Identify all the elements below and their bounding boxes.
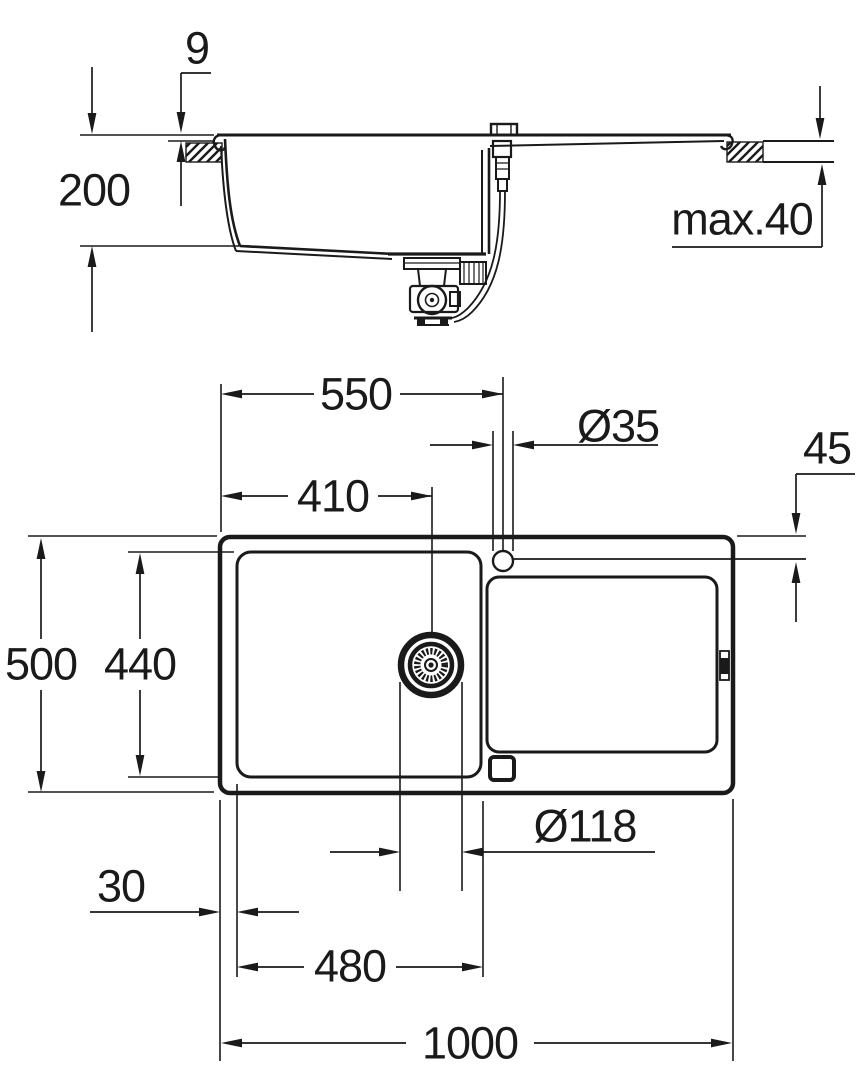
- countertop-cutout-hatch-right: [726, 141, 764, 163]
- extension-line: [128, 551, 234, 778]
- sink-outline: [217, 534, 736, 796]
- elbow-ball-joint: [416, 284, 448, 316]
- dimension-bowl-inner-depth: 440: [104, 551, 234, 778]
- dim-200-label: 200: [58, 165, 130, 216]
- popup-waste-actuator: [491, 139, 513, 192]
- dim-480-label: 480: [314, 941, 386, 992]
- dimension-edge-to-bowl: 30: [90, 861, 299, 917]
- arrowhead: [711, 1038, 732, 1048]
- overflow-cover: [488, 755, 516, 782]
- bowl-outline: [235, 550, 483, 779]
- dim-45-label: 45: [803, 423, 851, 474]
- arrowhead: [87, 113, 97, 134]
- dimension-tap-hole-diameter: Ø35: [430, 401, 660, 551]
- dim-1000-label: 1000: [422, 1018, 518, 1069]
- dim-dia35-label: Ø35: [577, 401, 659, 452]
- waste-neck: [416, 268, 448, 287]
- countertop-surface-lines-right: [763, 140, 834, 163]
- arrowhead: [135, 553, 145, 574]
- arrowhead: [237, 962, 258, 972]
- bowl-left-wall-outer: [220, 145, 237, 252]
- dimension-tap-from-rear-edge: 45: [737, 423, 855, 622]
- dim-dia118-label: Ø118: [534, 801, 637, 852]
- tap-hole-boss: [489, 122, 519, 137]
- arrowhead: [176, 141, 186, 162]
- edge-clip-marking: [719, 650, 730, 681]
- drain-strainer: [397, 631, 465, 699]
- rim-right-lip: [719, 133, 734, 151]
- arrowhead: [87, 246, 97, 267]
- rim-left-lip: [212, 133, 227, 152]
- dim-30-label: 30: [97, 861, 145, 912]
- dimension-countertop-thickness: max.40: [671, 86, 827, 248]
- popup-cable: [451, 190, 506, 323]
- bowl-left-wall-inner: [223, 138, 242, 247]
- countertop-cutout-hatch-left: [185, 142, 223, 163]
- arrowhead: [472, 440, 493, 450]
- dimension-overall-width: 1000: [221, 799, 734, 1069]
- dimension-overall-depth: 500: [5, 535, 217, 793]
- arrowhead: [36, 538, 46, 559]
- locking-nut: [459, 261, 487, 285]
- dimension-drain-diameter: Ø118: [330, 682, 655, 891]
- extension-line: [219, 784, 484, 1061]
- sink-section-profile: [212, 133, 734, 260]
- arrowhead: [462, 847, 483, 857]
- extension-line: [399, 682, 463, 891]
- arrowhead: [135, 755, 145, 776]
- arrowhead: [513, 440, 534, 450]
- arrowhead: [379, 847, 400, 857]
- arrowhead: [237, 907, 258, 917]
- dim-440-label: 440: [104, 639, 176, 690]
- arrowhead: [36, 771, 46, 792]
- dimension-bowl-inner-width: 480: [219, 784, 484, 1061]
- dimension-rim-height: 9: [168, 23, 214, 206]
- arrowhead: [791, 562, 801, 583]
- dimension-drain-from-left: 410: [221, 471, 433, 638]
- arrowhead: [221, 389, 242, 399]
- arrowhead: [199, 907, 220, 917]
- drainer-deck-underside: [489, 140, 725, 147]
- dim-9-label: 9: [185, 23, 209, 74]
- arrowhead: [221, 1038, 242, 1048]
- arrowhead: [482, 389, 503, 399]
- bowl-bottom-outer: [235, 250, 393, 260]
- drain-waste-assembly: [388, 252, 487, 326]
- tap-hole: [491, 549, 515, 573]
- extension-line: [28, 535, 217, 793]
- arrowhead: [462, 962, 483, 972]
- dim-410-label: 410: [297, 471, 369, 522]
- plan-view: 550 Ø35 45 410: [5, 369, 855, 1069]
- arrowhead: [221, 491, 242, 501]
- dimension-tap-from-left: 550: [220, 369, 504, 552]
- extension-line: [492, 431, 514, 551]
- arrowhead: [411, 491, 432, 501]
- drainer-outline: [485, 575, 719, 754]
- dim-max40-label: max.40: [671, 194, 813, 245]
- dim-500-label: 500: [5, 639, 77, 690]
- arrowhead: [791, 513, 801, 534]
- arrowhead: [817, 164, 827, 185]
- arrowhead: [815, 118, 825, 139]
- bowl-bottom-inner: [239, 244, 395, 256]
- section-view: 9 200 max.40: [58, 23, 834, 332]
- dimension-bowl-depth: 200: [58, 67, 250, 332]
- arrowhead: [176, 112, 186, 133]
- dim-550-label: 550: [320, 369, 392, 420]
- cable-connector: [449, 291, 461, 307]
